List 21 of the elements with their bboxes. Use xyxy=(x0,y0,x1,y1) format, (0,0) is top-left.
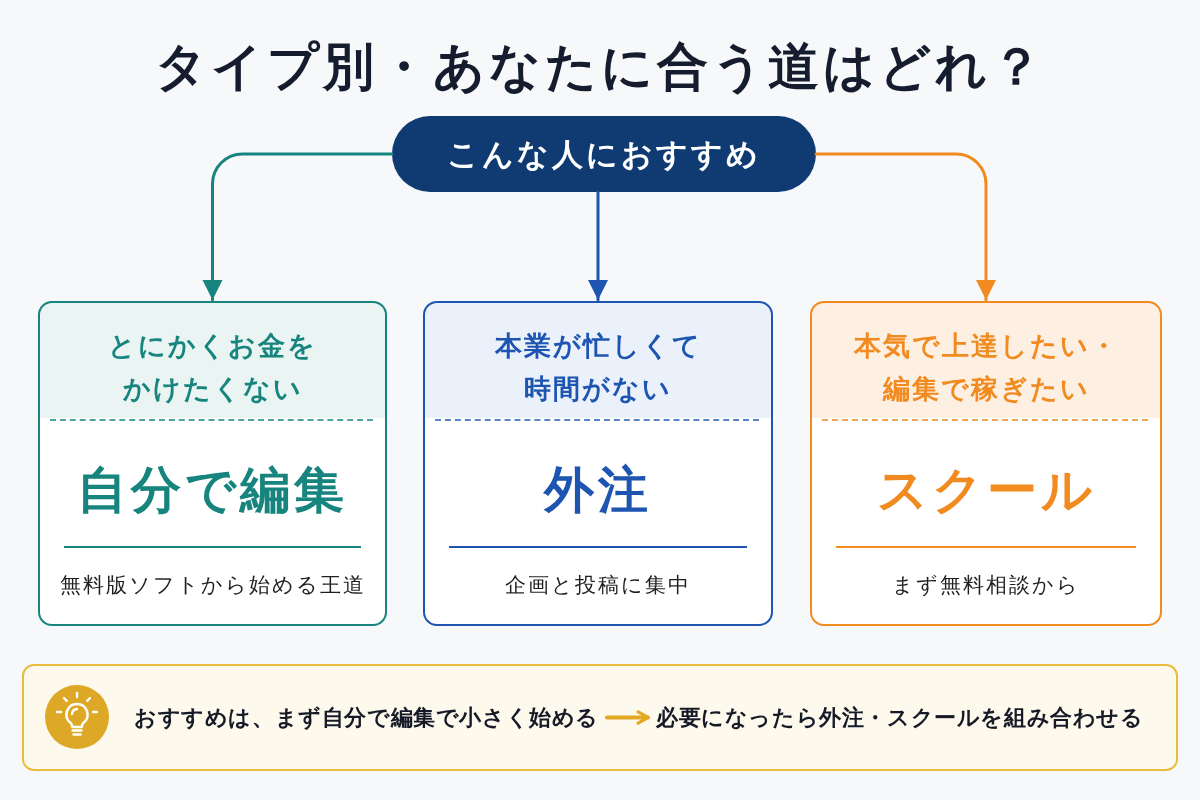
tip-text: おすすめは、まず自分で編集で小さく始める xyxy=(134,701,599,734)
arrow xyxy=(588,190,608,302)
option-card xyxy=(423,301,773,626)
title: タイプ別・あなたに合う道はどれ？ xyxy=(154,36,1046,98)
arrow xyxy=(605,710,650,725)
card-heading: 本気で上達したい・編集で稼ぎたい xyxy=(852,329,1120,406)
tip-banner xyxy=(22,664,1178,771)
option-title: 自分で編集 xyxy=(77,460,348,521)
card-heading: とにかくお金をかけたくない xyxy=(107,329,318,406)
tip-text: 必要になったら外注・スクールを組み合わせる xyxy=(656,701,1144,734)
pill-label: こんな人におすすめ xyxy=(447,135,761,174)
option-description: 企画と投稿に集中 xyxy=(505,572,691,599)
option-card xyxy=(38,301,387,626)
option-description: 無料版ソフトから始める王道 xyxy=(59,572,366,599)
arrow xyxy=(202,152,394,302)
arrow xyxy=(814,152,996,302)
option-description: まず無料相談から xyxy=(892,572,1080,599)
option-card xyxy=(810,301,1162,626)
option-title: スクール xyxy=(876,460,1096,521)
option-title: 外注 xyxy=(544,460,652,521)
card-heading: 本業が忙しくて時間がない xyxy=(493,329,703,406)
